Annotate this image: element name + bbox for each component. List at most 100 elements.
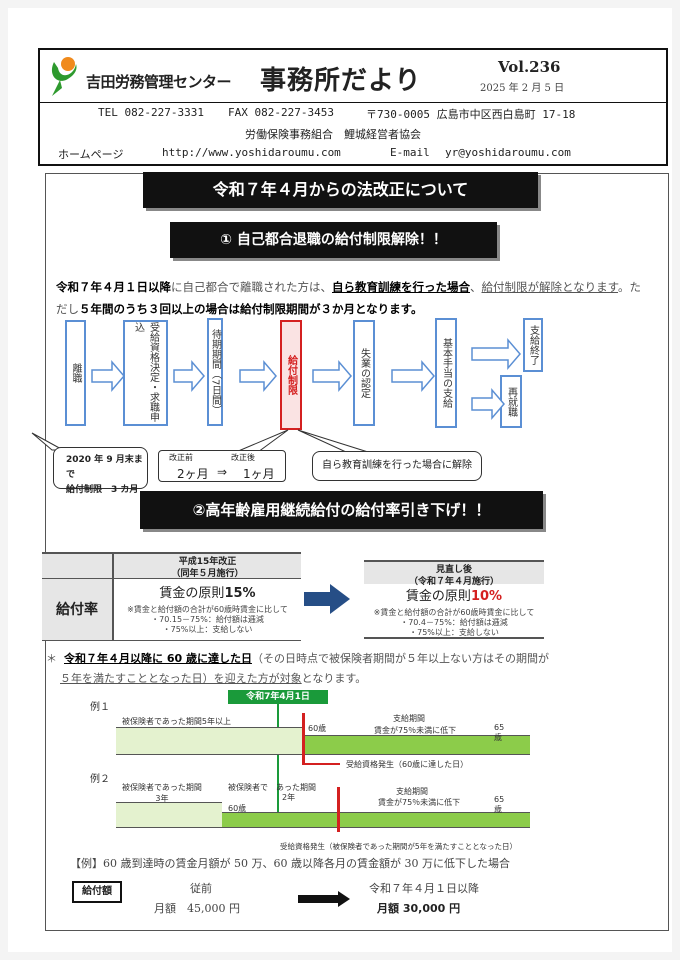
rate-pct: 10% (470, 589, 503, 604)
note: ・75%以上：支給しない (162, 625, 253, 634)
wage-drop: 賃金が75％未満に低下 (378, 798, 461, 807)
ex2-period-b-years: 2年 (282, 793, 296, 802)
example-text: 【例】60 歳到達時の賃金月額が 50 万、60 歳以降各月の賃金額が 30 万… (70, 857, 510, 870)
date-marker-line (277, 704, 279, 828)
text-underline: 給付制限が解除となります (481, 280, 619, 294)
ex2-period-a-text: 被保険者であった期間 (122, 783, 202, 792)
example2-label: 例２ (90, 774, 110, 785)
ex2-qualify-label: 受給資格発生（被保険者であった期間が5年を満たすこととなった日） (280, 842, 517, 851)
ex1-pointer (304, 763, 340, 765)
section1-text: 令和７年４月１日以降に自己都合で離職された方は、自ら教育訓練を行った場合、給付制… (56, 276, 646, 320)
callout-release: 自ら教育訓練を行った場合に解除 (312, 451, 482, 481)
after-label: 令和７年４月１日以降 (369, 882, 479, 895)
age-60: 60歳 (308, 724, 327, 733)
note-mark: ＊ (46, 652, 57, 665)
arrow-icon (471, 387, 505, 421)
ex1-period: 被保険者であった期間5年以上 (122, 717, 232, 726)
payment-period: 支給期間 (393, 714, 425, 723)
arrow-icon (391, 359, 435, 393)
email-label: E-mail (390, 146, 430, 159)
timeline-diagram: 例１ 令和7年4月1日 被保険者であった期間5年以上 60歳 支給期間 賃金が7… (90, 690, 530, 840)
flow-step-waiting: 待期期間（7日間） (207, 318, 223, 426)
right-arrow-icon (304, 584, 350, 614)
tel: TEL 082-227-3331 (98, 106, 204, 119)
company-logo-icon (51, 57, 77, 96)
note: ・75%以上：支給しない (409, 628, 499, 637)
main-title: 令和７年４月からの法改正について (143, 172, 538, 208)
before-label: 改正前 (169, 453, 193, 462)
flow-step-certification: 失業の認定 (353, 320, 375, 426)
arrow-icon (91, 359, 125, 393)
header-text: 平成15年改正 (178, 557, 237, 567)
eligibility-note: ＊ 令和７年４月以降に 60 歳に達した日（その日時点で被保険者期間が５年以上な… (46, 649, 646, 689)
flow-step-payment: 基本手当の支給 (435, 318, 457, 428)
ex2-qualify-marker (337, 787, 340, 832)
org-name: 吉田労務管理センター (86, 73, 232, 91)
homepage-link[interactable]: http://www.yoshidaroumu.com (162, 146, 341, 159)
ex1-qualify-label: 受給資格発生（60歳に達した日） (346, 760, 469, 769)
note: ・70.4－75%：給付額は逓減 (400, 618, 508, 627)
rate-pct: 15% (224, 586, 256, 601)
homepage-label: ホームページ (58, 148, 124, 161)
new-rate-column: 見直し後（令和７年４月施行） 賃金の原則10% ※賃金と給付額の合計が60歳時賃… (364, 560, 544, 639)
flow-arrows (31, 337, 521, 453)
association: 労働保険事務組合 鯉城経営者協会 (245, 128, 421, 141)
address: 〒730-0005 広島市中区西白島町 17-18 (366, 108, 576, 121)
benefit-rate-label: 給付率 (42, 578, 114, 641)
date-marker-label: 令和7年4月1日 (228, 690, 328, 704)
example1-label: 例１ (90, 702, 110, 713)
benefit-amount-label: 給付額 (72, 881, 122, 903)
volume: Vol.236 (498, 58, 561, 76)
callout-revision: 改正前 改正後 2ヶ月 ⇒ 1ヶ月 (158, 450, 286, 482)
before-label: 従前 (190, 882, 212, 895)
header-text: 見直し後 (435, 565, 472, 575)
arrow-icon (312, 359, 352, 393)
text: 、 (470, 280, 482, 294)
flow-step-end: 支給終了 (523, 318, 543, 372)
note-text: （その日時点で被保険者期間が５年以上ない方はその期間が (251, 652, 549, 665)
callout-text: 2020 年 9 月末まで (66, 455, 143, 480)
age-65: 65歳 (494, 795, 505, 814)
arrow-icon (471, 337, 521, 371)
new-rate: 賃金の原則10% (364, 585, 544, 604)
age-60: 60歳 (228, 804, 247, 813)
email-link[interactable]: yr@yoshidaroumu.com (445, 146, 571, 159)
note: ・70.15－75%：給付額は逓減 (151, 615, 264, 624)
wage-drop: 賃金が75％未満に低下 (374, 726, 457, 735)
arrow-icon (239, 359, 277, 393)
flow-step-qualification: 受給資格決定・求職申込 (123, 320, 168, 426)
ex1-payment-bar (304, 735, 530, 755)
section1-title: ① 自己都合退職の給付制限解除！！ (170, 222, 497, 258)
issue-date: 2025 年 2 月 5 日 (480, 83, 565, 94)
after-amount: 月額 30,000 円 (377, 902, 461, 915)
text-underline: 自ら教育訓練を行った場合 (332, 280, 470, 294)
note-underline: 令和７年４月以降に 60 歳に達した日 (64, 652, 252, 665)
text: に自己都合で離職された方は、 (171, 280, 332, 294)
arrow-text: ⇒ (217, 465, 228, 479)
text-bold: ５年間のうち３回以上の場合は給付制限期間が３か月となります。 (79, 302, 423, 316)
flow-step-restriction: 給付制限 (280, 320, 302, 430)
ex2-period-b: 被保険者で あった期間 (228, 783, 316, 792)
after-value: 1ヶ月 (243, 467, 275, 481)
ex2-insured-bar (116, 802, 222, 828)
ex1-qualify-marker (302, 713, 305, 765)
ex1-insured-bar (116, 727, 304, 755)
rate-text: 賃金の原則 (405, 589, 471, 604)
newsletter-title: 事務所だより (260, 66, 422, 96)
old-rate: 賃金の原則15% (114, 582, 301, 601)
before-amount: 月額 45,000 円 (154, 902, 240, 915)
rate-text: 賃金の原則 (159, 586, 225, 601)
payment-period: 支給期間 (396, 787, 428, 796)
header-text: （令和７年４月施行） (408, 577, 499, 587)
before-value: 2ヶ月 (177, 467, 209, 481)
arrow-icon (173, 359, 205, 393)
header-text: （同年５月施行） (171, 569, 244, 579)
newsletter-header: 吉田労務管理センター 事務所だより Vol.236 2025 年 2 月 5 日… (38, 48, 668, 166)
page: 吉田労務管理センター 事務所だより Vol.236 2025 年 2 月 5 日… (8, 8, 672, 952)
age-65: 65歳 (494, 723, 505, 742)
note: ※賃金と給付額の合計が60歳時賃金に比して (127, 605, 288, 614)
fax: FAX 082-227-3453 (228, 106, 334, 119)
flow-step-resign: 離職 (65, 320, 86, 426)
note-text: となります。 (301, 672, 367, 685)
